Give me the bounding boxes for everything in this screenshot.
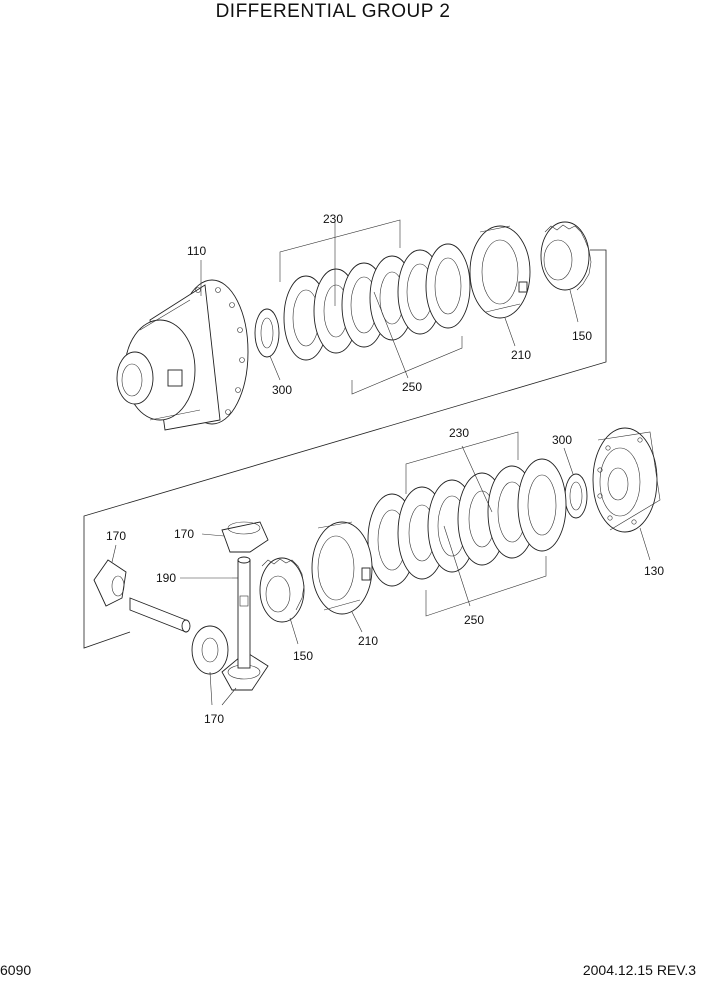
callout-170-bottom: 170: [204, 712, 224, 726]
callout-300-top: 300: [272, 383, 292, 397]
callout-170-leaders: [209, 671, 237, 706]
callout-130: 130: [644, 564, 664, 578]
plate-stack-bottom-brackets: [405, 431, 547, 617]
page-number: 6090: [0, 962, 32, 978]
callout-250-top: 250: [402, 380, 422, 394]
callout-210-bottom: 210: [358, 634, 378, 648]
part-170-pinion-gear-top: [221, 521, 269, 553]
callout-150-top: 150: [572, 329, 592, 343]
part-150-side-gear-top: [540, 221, 592, 291]
part-170-pinion-gear-lower: [191, 625, 229, 675]
part-300-washer-bottom: [564, 473, 588, 519]
callout-190: 190: [156, 571, 176, 585]
part-300-washer-top: [254, 308, 280, 358]
part-210-ring-bottom: [311, 521, 373, 615]
callout-210-top: 210: [511, 348, 531, 362]
callout-170-left: 170: [106, 529, 126, 543]
assembly-boundary-lines: [83, 249, 607, 649]
part-230-250-plate-stack-bottom: [367, 458, 567, 587]
part-230-250-plate-stack-top: [283, 243, 471, 361]
callout-230-bottom: 230: [449, 426, 469, 440]
callout-150-bottom: 150: [293, 649, 313, 663]
part-110-differential-case: [116, 279, 249, 431]
callout-300-bottom: 300: [552, 433, 572, 447]
callout-170-top: 170: [174, 527, 194, 541]
page-title: DIFFERENTIAL GROUP 2: [0, 0, 702, 24]
part-210-ring-top: [469, 225, 531, 319]
part-150-side-gear-bottom: [259, 557, 305, 623]
callout-labels: 110 230 150 300 210 250 230 300 130 250 …: [106, 212, 664, 726]
callout-230-top: 230: [323, 212, 343, 226]
callout-250-bottom: 250: [464, 613, 484, 627]
part-190-cross-shaft: [129, 556, 251, 669]
revision-date: 2004.12.15 REV.3: [582, 962, 696, 978]
page-title-text: DIFFERENTIAL GROUP 2: [215, 1, 451, 22]
callout-110: 110: [187, 244, 206, 258]
part-130-differential-cover: [592, 427, 661, 533]
part-170-pinion-gear-left: [93, 559, 127, 607]
plate-stack-top-brackets: [279, 219, 463, 395]
